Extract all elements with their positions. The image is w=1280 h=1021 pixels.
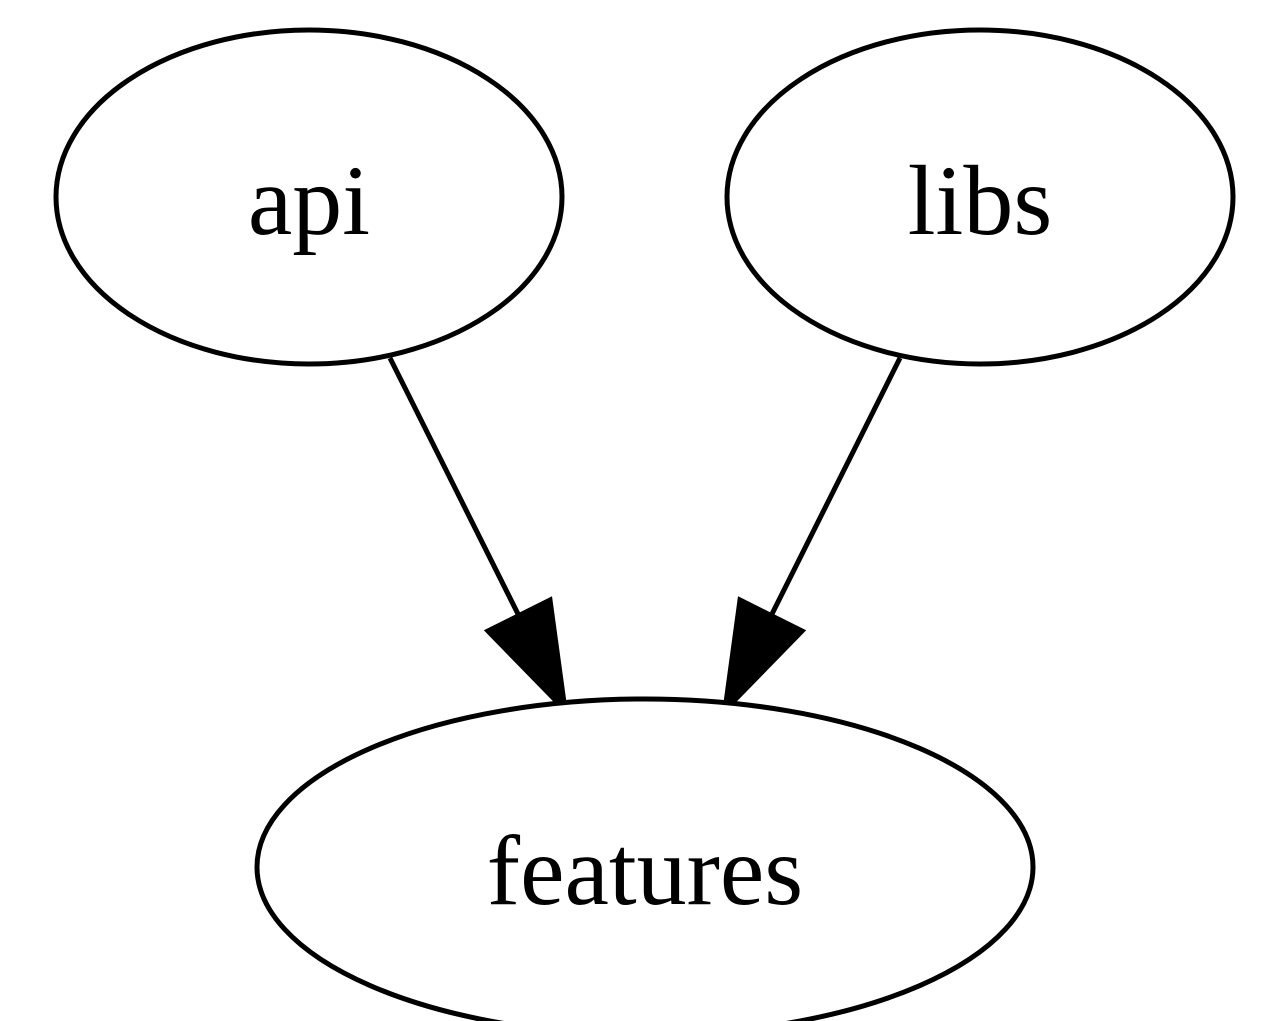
node-libs-label: libs	[908, 145, 1052, 256]
edge-api-to-features-line	[387, 356, 522, 618]
edge-api-to-features	[387, 356, 569, 718]
node-features-label: features	[487, 815, 803, 926]
node-api-ellipse	[53, 27, 565, 367]
node-api[interactable]: api	[53, 27, 565, 367]
node-api-label: api	[248, 145, 370, 256]
edge-libs-to-features-line	[768, 356, 903, 618]
edge-libs-to-features-arrowhead	[721, 596, 807, 718]
node-features[interactable]: features	[254, 696, 1036, 1021]
edge-libs-to-features	[721, 356, 903, 718]
node-libs[interactable]: libs	[724, 27, 1236, 367]
node-features-ellipse	[254, 696, 1036, 1021]
node-libs-ellipse	[724, 27, 1236, 367]
edge-api-to-features-arrowhead	[483, 596, 569, 718]
